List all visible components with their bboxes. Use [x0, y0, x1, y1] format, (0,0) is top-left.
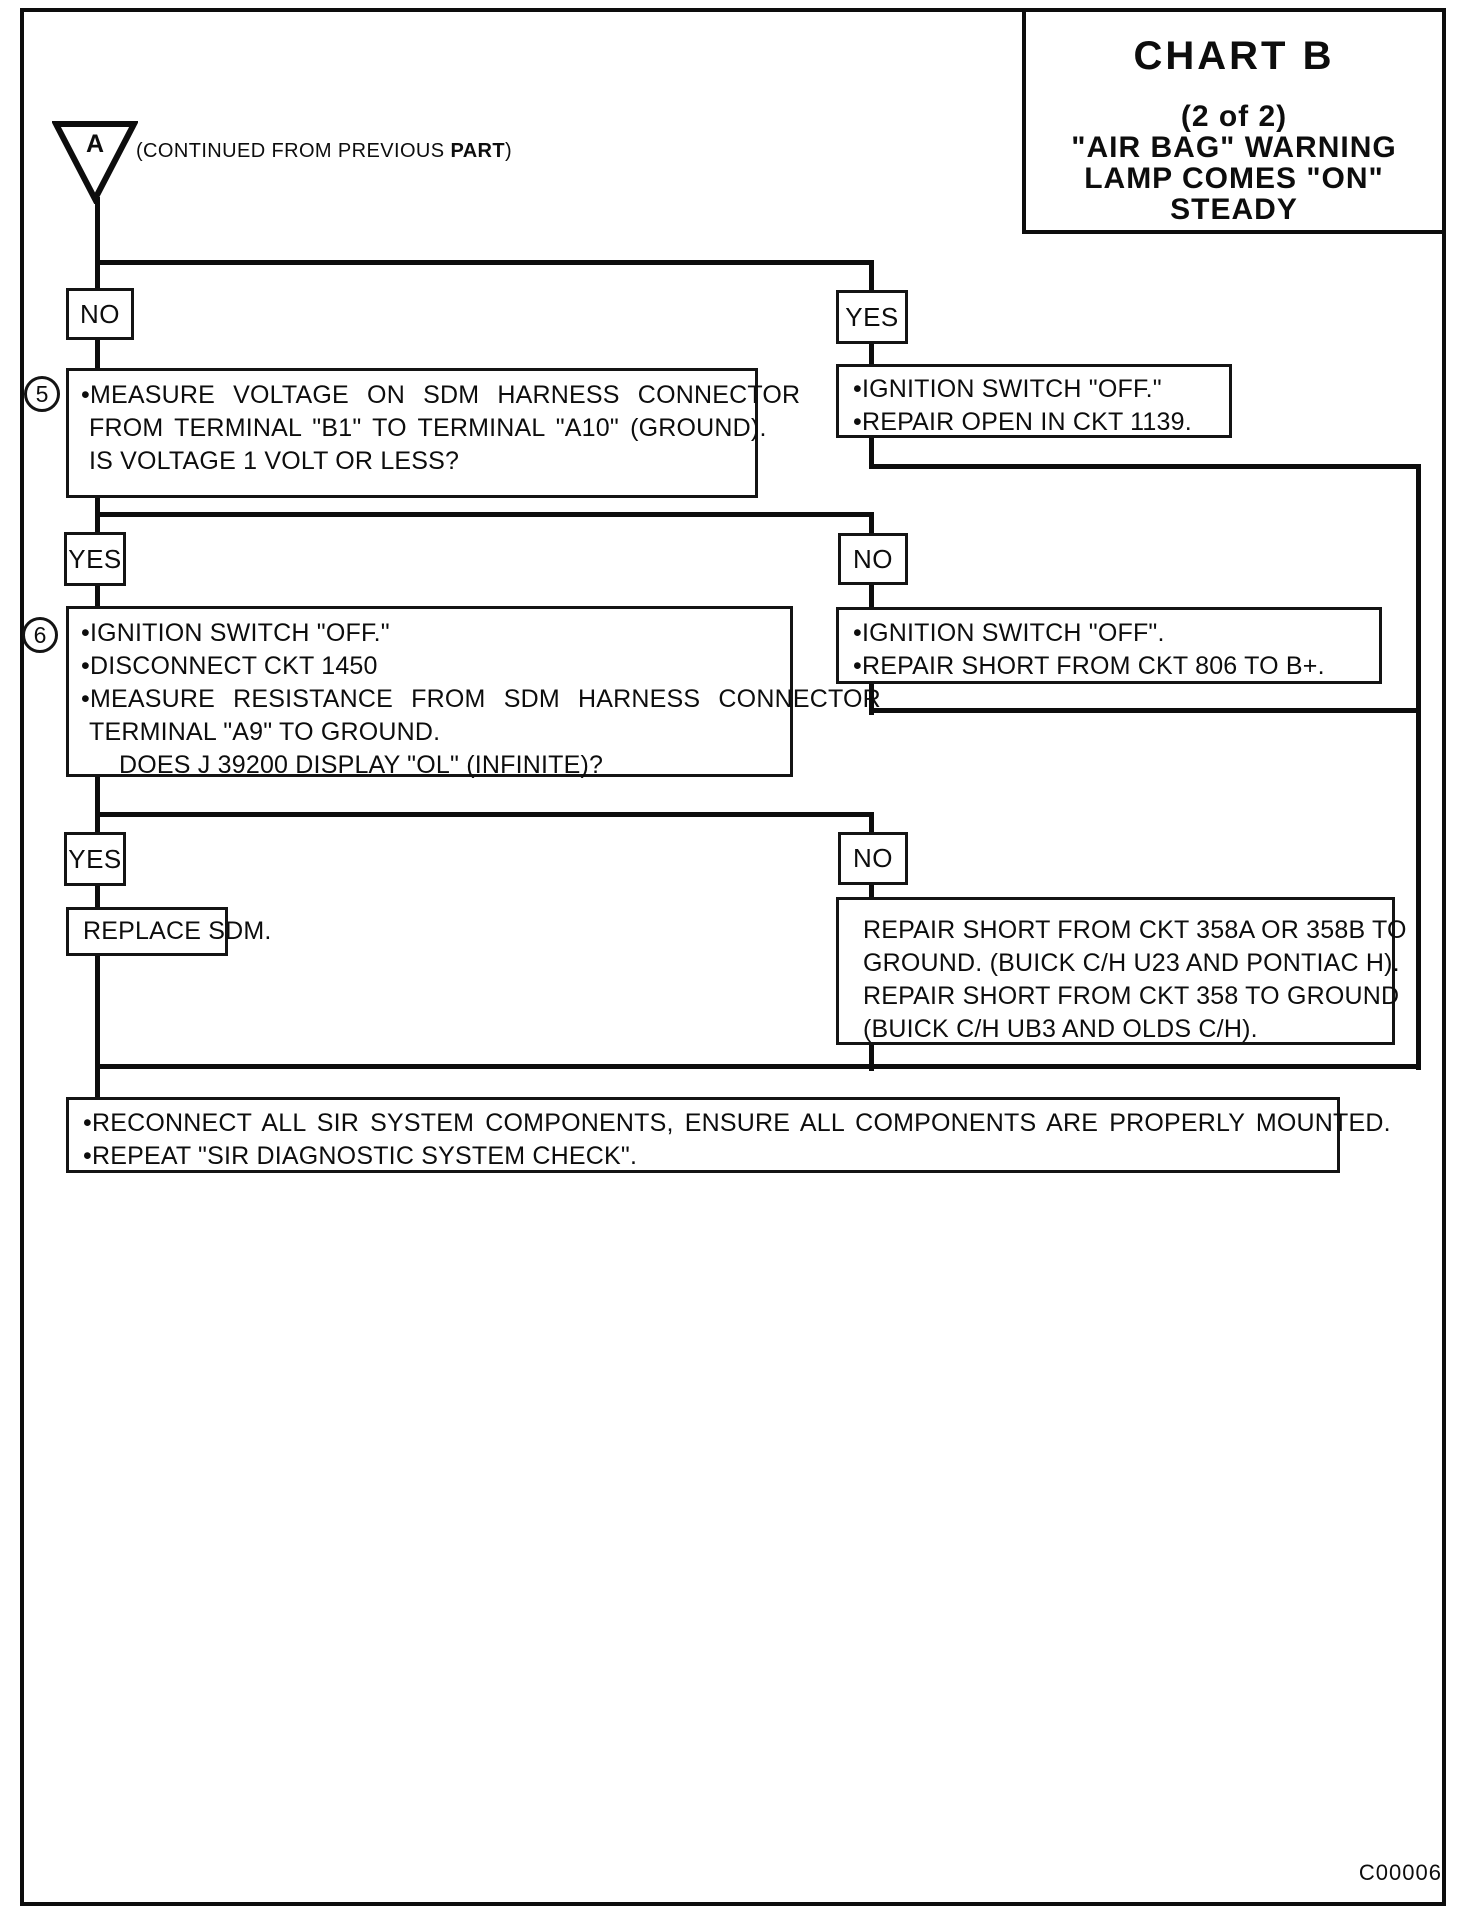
action-line: REPLACE SDM. [83, 917, 272, 945]
flow-line-below-repair-short-358 [869, 1045, 874, 1071]
step-number-5: 5 [24, 376, 60, 412]
label-box-yes-row2: YES [64, 532, 126, 586]
chart-title: CHART B [1133, 34, 1335, 78]
action-line: •REPAIR OPEN IN CKT 1139. [853, 408, 1192, 436]
step-number-6-text: 6 [33, 621, 47, 648]
decision-line: •DISCONNECT CKT 1450 [81, 652, 378, 680]
action-box-reconnect: •RECONNECT ALL SIR SYSTEM COMPONENTS, EN… [66, 1097, 1391, 1173]
label-box-yes-row1: YES [836, 290, 908, 344]
step-number-6: 6 [22, 617, 58, 653]
label-box-no-row1: NO [66, 288, 134, 340]
action-line: •REPEAT "SIR DIAGNOSTIC SYSTEM CHECK". [83, 1142, 638, 1170]
decision-line: FROM TERMINAL "B1" TO TERMINAL "A10" (GR… [89, 414, 767, 442]
flow-line-right-merge-vertical [1416, 464, 1421, 1070]
flow-line-row1-branch [95, 260, 874, 265]
continued-note-emphasis: PART [450, 140, 506, 162]
action-box-repair-short-806: •IGNITION SWITCH "OFF". •REPAIR SHORT FR… [836, 607, 1382, 684]
action-box-replace-sdm: REPLACE SDM. [66, 907, 271, 956]
continued-note: (CONTINUED FROM PREVIOUS PART) [136, 140, 512, 163]
title-box: CHART B (2 of 2) "AIR BAG" WARNING LAMP … [1022, 8, 1446, 234]
action-line: (BUICK C/H UB3 AND OLDS C/H). [863, 1015, 1258, 1043]
action-line: REPAIR SHORT FROM CKT 358A OR 358B TO [863, 916, 1407, 944]
action-line: •RECONNECT ALL SIR SYSTEM COMPONENTS, EN… [83, 1109, 1391, 1137]
figure-code: C00006 [1358, 1860, 1442, 1885]
label-box-yes-row3: YES [64, 832, 126, 886]
yes-label: YES [68, 843, 122, 874]
step-number-5-text: 5 [35, 380, 49, 407]
action-box-repair-open-1139: •IGNITION SWITCH "OFF." •REPAIR OPEN IN … [836, 364, 1232, 438]
chart-subtitle-line1: "AIR BAG" WARNING [1071, 131, 1397, 164]
decision-line: TERMINAL "A9" TO GROUND. [89, 718, 441, 746]
no-label: NO [853, 843, 893, 873]
decision-line: •MEASURE VOLTAGE ON SDM HARNESS CONNECTO… [81, 381, 801, 409]
decision-box-measure-voltage: •MEASURE VOLTAGE ON SDM HARNESS CONNECTO… [66, 368, 801, 498]
action-box-repair-short-358: REPAIR SHORT FROM CKT 358A OR 358B TO GR… [836, 897, 1407, 1045]
chart-subtitle-line3: STEADY [1170, 193, 1298, 226]
action-line: GROUND. (BUICK C/H U23 AND PONTIAC H). [863, 949, 1400, 977]
no-label: NO [80, 298, 120, 329]
flow-line-below-repair-short-806 [869, 683, 874, 715]
decision-box-measure-resistance: •IGNITION SWITCH "OFF." •DISCONNECT CKT … [66, 606, 881, 779]
chart-subtitle-line2: LAMP COMES "ON" [1084, 162, 1384, 195]
flow-line-collector [95, 1064, 1421, 1069]
flow-line-row2-branch [95, 512, 874, 517]
decision-line: IS VOLTAGE 1 VOLT OR LESS? [89, 447, 460, 475]
chart-part-number: (2 of 2) [1180, 100, 1288, 133]
decision-line: DOES J 39200 DISPLAY "OL" (INFINITE)? [119, 751, 604, 779]
yes-label: YES [845, 301, 899, 332]
action-line: REPAIR SHORT FROM CKT 358 TO GROUND [863, 982, 1400, 1010]
action-line: •IGNITION SWITCH "OFF." [853, 375, 1162, 403]
decision-line: •MEASURE RESISTANCE FROM SDM HARNESS CON… [81, 685, 881, 713]
action-line: •REPAIR SHORT FROM CKT 806 TO B+. [853, 652, 1325, 680]
continued-note-suffix: ) [505, 140, 513, 162]
connector-a-triangle-icon [52, 121, 138, 204]
decision-line: •IGNITION SWITCH "OFF." [81, 619, 390, 647]
yes-label: YES [68, 543, 122, 574]
label-box-no-row2: NO [838, 533, 908, 585]
action-line: •IGNITION SWITCH "OFF". [853, 619, 1165, 647]
connector-a-label: A [85, 130, 105, 158]
continued-note-prefix: (CONTINUED FROM PREVIOUS [136, 140, 451, 162]
flow-line-to-merge-2 [869, 708, 1421, 713]
flow-line-below-repair-open [869, 438, 874, 469]
label-box-no-row3: NO [838, 832, 908, 885]
flow-line-to-merge-1 [869, 464, 1421, 469]
no-label: NO [853, 543, 893, 574]
flow-line-row3-branch [95, 812, 874, 817]
